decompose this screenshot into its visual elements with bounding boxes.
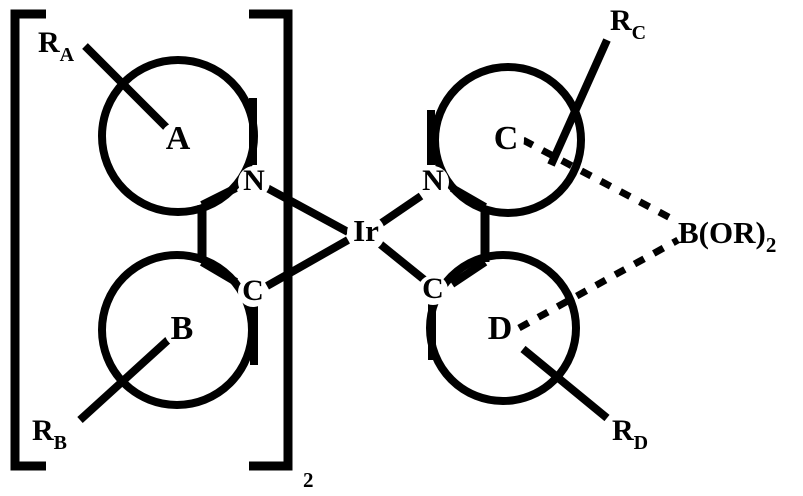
ring-a-substituent-bond — [82, 43, 173, 134]
ring-d-to-boron-dashed — [517, 236, 680, 332]
left-c-halo — [238, 277, 268, 307]
right-square-bracket — [249, 9, 293, 471]
bracket-subscript: 2 — [303, 468, 314, 492]
right-nitrogen-label: N — [422, 164, 444, 197]
right-c-halo — [418, 275, 448, 305]
ring-c-substituent-bond — [547, 38, 611, 167]
ring-b-label-halo — [164, 312, 200, 348]
ring-c-lower-edge — [450, 184, 487, 211]
left-carbon-label: C — [242, 274, 264, 307]
right-c-to-ir-bond — [377, 240, 430, 286]
ring-d-upper-edge — [449, 258, 488, 288]
label-layer: A B C D N C N C Ir — [160, 120, 524, 348]
boron-group-label: B(OR)2 — [678, 215, 776, 257]
left-nitrogen-label: N — [243, 164, 265, 197]
substituent-labels: RA RB RC RD B(OR)2 2 — [32, 4, 776, 492]
left-n-halo — [238, 166, 270, 198]
left-square-bracket — [10, 9, 46, 471]
ring-c-group — [431, 38, 611, 217]
right-n-halo — [417, 166, 449, 198]
ring-d-label-halo — [482, 312, 518, 348]
ring-b-substituent-bond — [77, 337, 171, 423]
ring-a-lower-edge — [200, 184, 238, 209]
ring-vertical-stubs — [249, 98, 436, 365]
right-n-to-ir-bond — [377, 192, 424, 228]
left-ligand-skeleton — [197, 184, 350, 290]
left-c-to-ir-bond — [265, 236, 350, 290]
right-carbon-label: C — [422, 272, 444, 305]
ring-a-label-halo — [160, 122, 196, 158]
ring-a-label: A — [166, 120, 191, 157]
ring-d-substituent-bond — [520, 345, 610, 422]
substituent-rb: RB — [32, 414, 67, 454]
ring-d-label: D — [488, 310, 513, 347]
boronate-dashed-bonds — [517, 136, 680, 332]
substituent-ra: RA — [38, 26, 75, 66]
right-ligand-skeleton — [377, 184, 490, 288]
ring-c-to-boron-dashed — [521, 136, 680, 226]
left-n-to-ir-bond — [265, 184, 350, 236]
iridium-label: Ir — [353, 213, 379, 248]
iridium-halo — [347, 214, 385, 252]
substituent-rc: RC — [610, 4, 646, 44]
ring-c-label-halo — [488, 122, 524, 158]
ring-b-label: B — [171, 310, 194, 347]
substituent-rd: RD — [612, 414, 648, 454]
ring-c-label: C — [494, 120, 519, 157]
ring-b-upper-edge — [199, 258, 239, 286]
